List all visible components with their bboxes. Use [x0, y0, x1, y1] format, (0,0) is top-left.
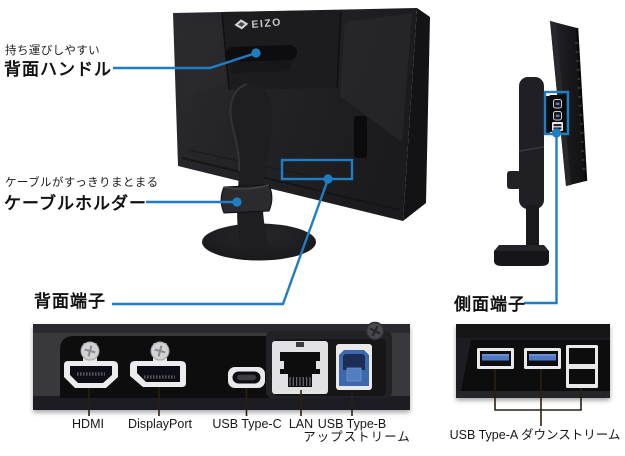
callout-line-rear-ports	[112, 181, 329, 306]
bottom-vent-line	[181, 157, 401, 211]
usb-b-label: USB Type-B	[317, 417, 387, 431]
handle-note: 持ち運びしやすい	[5, 45, 101, 57]
callout-dots	[232, 48, 562, 207]
callout-line-side-ports	[524, 132, 558, 305]
side-vents	[575, 41, 586, 173]
callout-dot-side-ports	[551, 128, 562, 138]
hdmi-label: HDMI	[72, 417, 104, 431]
back-wing-left	[178, 22, 226, 98]
rear-ports-photo	[33, 321, 410, 410]
usb-a-label: USB Type-A ダウンストリーム	[449, 428, 621, 442]
usb-a-bracket-line	[494, 369, 582, 411]
callout-dot-rear-ports	[323, 174, 333, 184]
callout-line-handle	[113, 51, 257, 70]
side-cable-holder	[507, 171, 521, 189]
side-stand-column	[519, 77, 544, 209]
displayport-label: DisplayPort	[128, 417, 192, 431]
usb-a-port-2	[524, 348, 561, 369]
cable-holder	[220, 184, 273, 214]
displayport-port	[130, 341, 186, 387]
port-label-lines	[88, 369, 582, 426]
hdmi-port	[64, 341, 118, 388]
monitor-right-side	[403, 8, 430, 221]
callout-dot-handle	[251, 48, 261, 58]
handle-label: 背面ハンドル	[4, 60, 112, 79]
cable-holder-label: ケーブルホルダー	[4, 194, 147, 213]
usb-b-port	[336, 344, 372, 390]
back-monitor-illustration: EIZO	[173, 8, 430, 261]
side-monitor-illustration	[494, 21, 588, 266]
side-ports-photo	[456, 324, 610, 398]
rear-ports-highlight-rect	[280, 158, 354, 181]
usb-stacked-ports	[566, 345, 598, 388]
usb-c-port	[228, 367, 265, 388]
eizo-logo-text: EIZO	[251, 16, 282, 31]
side-usb-c-port-2	[553, 111, 562, 121]
rear-ports-label: 背面端子	[34, 292, 106, 311]
back-wing-right	[340, 13, 412, 142]
side-stand-base	[494, 251, 549, 266]
cable-holder-note: ケーブルがすっきりまとまる	[5, 177, 159, 189]
usb-a-port-1	[477, 348, 514, 369]
usb-c-label: USB Type-C	[212, 417, 282, 431]
panel-screw	[365, 321, 385, 341]
side-ports-label: 側面端子	[454, 295, 526, 314]
usb-b-sublabel: アップストリーム	[303, 430, 411, 444]
side-usb-c-port-1	[553, 99, 562, 109]
side-ports-cutout	[354, 116, 367, 158]
lan-label: LAN	[288, 417, 314, 431]
callout-dot-cable-holder	[232, 197, 242, 207]
eizo-logo: EIZO	[234, 16, 282, 31]
lan-port	[272, 341, 328, 394]
callout-graphics	[112, 51, 570, 306]
